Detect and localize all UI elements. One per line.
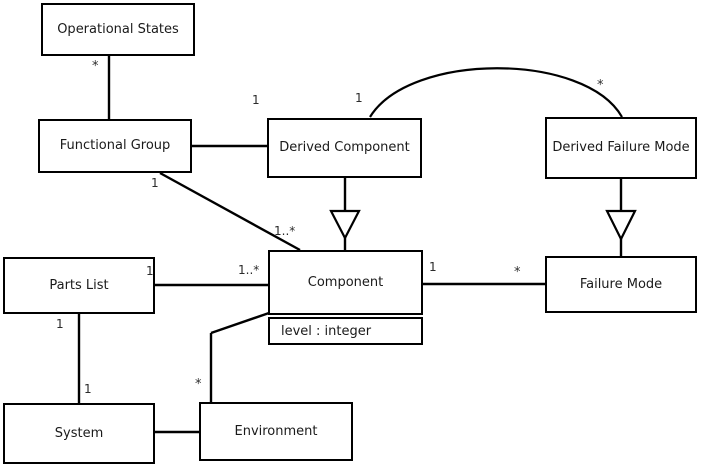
multiplicity-system-top: 1: [84, 382, 92, 396]
multiplicity-arc-right: *: [597, 78, 604, 93]
class-box-failure-mode[interactable]: Failure Mode: [545, 256, 697, 313]
hollow-triangle-icon-failure-mode: [605, 209, 637, 242]
class-name-functional-group: Functional Group: [59, 138, 171, 154]
class-name-environment: Environment: [234, 423, 318, 439]
multiplicity-component-left: 1..*: [238, 263, 260, 277]
multiplicity-component-upper-left: 1..*: [274, 224, 296, 238]
class-name-system: System: [54, 425, 104, 441]
multiplicity-parts-list-right: 1: [146, 264, 154, 278]
multiplicity-derived-component-left: 1: [252, 93, 260, 107]
class-box-environment[interactable]: Environment: [199, 402, 353, 461]
multiplicity-failure-mode-left: *: [514, 265, 521, 280]
class-box-component[interactable]: Component: [268, 250, 423, 315]
multiplicity-arc-left: 1: [355, 91, 363, 105]
connector-derived-component-derived-failure-mode: [369, 67, 623, 118]
attribute-compartment-component[interactable]: level : integer: [268, 317, 423, 345]
class-box-derived-failure-mode[interactable]: Derived Failure Mode: [545, 117, 697, 179]
attribute-component-level: level : integer: [281, 323, 372, 339]
class-box-derived-component[interactable]: Derived Component: [267, 118, 422, 178]
class-name-derived-failure-mode: Derived Failure Mode: [552, 140, 690, 156]
class-box-system[interactable]: System: [3, 403, 155, 464]
multiplicity-environment-top: *: [195, 377, 202, 392]
class-box-functional-group[interactable]: Functional Group: [38, 119, 192, 173]
multiplicity-component-right: 1: [429, 260, 437, 274]
connector-environment-component-diagonal: [210, 311, 270, 335]
connector-functional-group-component: [159, 171, 301, 252]
class-name-operational-states: Operational States: [57, 21, 179, 37]
class-name-failure-mode: Failure Mode: [579, 276, 663, 292]
multiplicity-operational-states-end: *: [92, 59, 99, 74]
class-name-component: Component: [307, 274, 384, 290]
class-box-operational-states[interactable]: Operational States: [41, 3, 195, 56]
multiplicity-functional-group-bottom: 1: [151, 176, 159, 190]
class-name-parts-list: Parts List: [49, 277, 109, 293]
class-box-parts-list[interactable]: Parts List: [3, 257, 155, 314]
multiplicity-parts-list-bottom: 1: [56, 317, 64, 331]
hollow-triangle-icon-component: [329, 209, 361, 241]
class-name-derived-component: Derived Component: [279, 140, 410, 156]
